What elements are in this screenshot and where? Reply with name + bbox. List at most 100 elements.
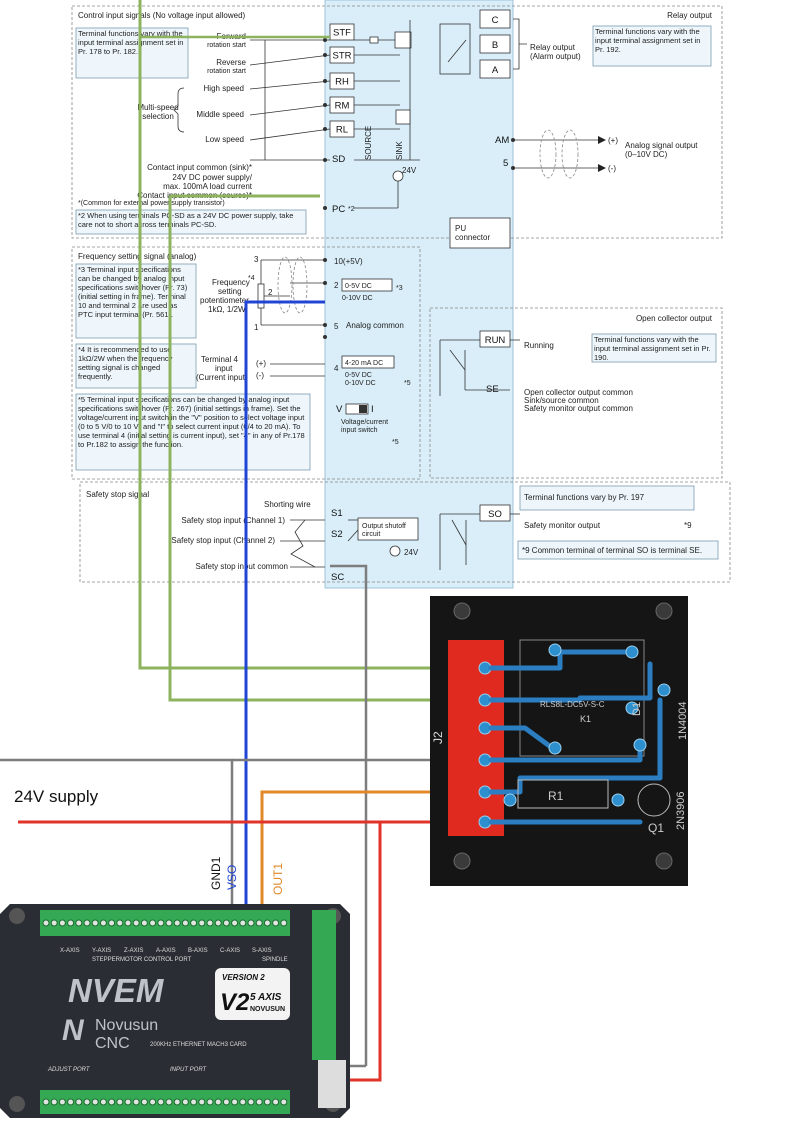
relay-brace <box>513 18 527 70</box>
relay-pad-2 <box>625 645 639 659</box>
se-label: SE <box>486 384 499 395</box>
s2-term: S2 <box>331 529 343 540</box>
terminal-screw <box>132 1098 140 1106</box>
minus-label: (-) <box>608 164 616 173</box>
shorting-label: Shorting wire <box>264 500 311 509</box>
terminal-screw <box>91 919 99 927</box>
t2-box-label: 0-5V DC <box>345 283 372 290</box>
relay-board: J2 RLS8L-DC5V-S-C K1 D1 1N4004 R1 Q1 2N3… <box>430 596 689 886</box>
terminal-pc-note: *2 <box>348 206 355 213</box>
terminal-screw <box>239 919 247 927</box>
terminal-screw <box>272 1098 280 1106</box>
connector-j2 <box>448 640 504 836</box>
terminal-screw <box>173 919 181 927</box>
run-note: Terminal functions vary with the input t… <box>594 335 711 361</box>
axis-y: Y-AXIS <box>92 948 111 954</box>
terminal-screw <box>124 919 132 927</box>
label-multispeed: Multi-speed <box>137 103 178 112</box>
analog-out-label-2: (0–10V DC) <box>625 150 668 159</box>
gnd-label: GND1 <box>209 856 223 890</box>
pu-label-2: connector <box>455 233 490 242</box>
note5-box <box>75 393 311 471</box>
terminal-screw <box>222 919 230 927</box>
switch-body <box>345 403 369 415</box>
switch-i: I <box>371 404 374 415</box>
shield-2 <box>561 129 579 179</box>
mount-hole-bl <box>453 852 471 870</box>
terminal-screw <box>231 919 239 927</box>
label-high-speed: High speed <box>204 84 244 93</box>
logo-n-icon: N <box>62 1014 85 1047</box>
relay-pad-4 <box>633 738 647 752</box>
se-label-2: Sink/source common <box>524 396 599 405</box>
am-label: AM <box>495 135 509 146</box>
transistor-ref-label: Q1 <box>648 821 664 835</box>
supply-label: 24V supply <box>14 787 99 806</box>
resistor-ref-label: R1 <box>548 789 564 803</box>
relay-a <box>479 59 511 79</box>
relay-coil-box <box>439 23 471 75</box>
relay-ref-label: K1 <box>580 714 591 724</box>
inverter-schematic: Control input signals (No voltage input … <box>71 0 731 589</box>
terminal-screw <box>149 919 157 927</box>
terminal-screw <box>247 919 255 927</box>
freq-title: Frequency setting signal (analog) <box>78 252 197 261</box>
safety-monitor-label: Safety monitor output <box>524 521 601 530</box>
shutoff-label-1: Output shutoff <box>362 523 406 530</box>
transistor-part-label: 2N3906 <box>675 791 687 830</box>
t4-alt-2: 0-10V DC <box>345 380 376 387</box>
relay-pad-6 <box>657 683 671 697</box>
v24-label: 24V <box>402 166 417 175</box>
t10-label: 10(+5V) <box>334 257 363 266</box>
terminal-screw <box>165 1098 173 1106</box>
safety-title: Safety stop signal <box>86 490 149 499</box>
pot-pin-1: 1 <box>254 323 259 332</box>
relay-pad-1 <box>548 643 562 657</box>
terminal-stf <box>329 23 355 41</box>
t4-note: *5 <box>404 380 411 387</box>
terminal-rh-label: RH <box>335 77 349 88</box>
relay-part-label: RLS8L-DC5V-S-C <box>540 700 605 709</box>
note9: *9 Common terminal of terminal SO is ter… <box>522 546 702 555</box>
axis-x: X-AXIS <box>60 948 80 954</box>
relay-c <box>479 9 511 29</box>
terminal-screw <box>165 919 173 927</box>
pot-shield-1 <box>277 256 293 314</box>
terminal-screw <box>280 1098 288 1106</box>
inverter-panel <box>324 0 514 589</box>
analog-common-label: Analog common <box>346 321 404 330</box>
logo-text: Novusun <box>95 1017 158 1034</box>
terminal-screw <box>198 1098 206 1106</box>
t2-note: *3 <box>396 285 403 292</box>
resistor-outline <box>517 779 609 809</box>
t2-box <box>341 278 393 292</box>
note3: *3 Terminal input specifications can be … <box>78 265 187 319</box>
note3-box <box>75 263 197 339</box>
connector-pins <box>478 661 492 829</box>
safety-section-frame <box>79 481 731 583</box>
resistor-pad-1 <box>503 793 517 807</box>
se-label-1: Open collector output common <box>524 388 633 397</box>
terminal-screw <box>214 919 222 927</box>
connector-j2-label: J2 <box>431 731 445 744</box>
axis-b: B-AXIS <box>188 948 208 954</box>
so-transistor <box>439 513 520 570</box>
terminal-screw <box>247 1098 255 1106</box>
terminal-screw <box>206 919 214 927</box>
terminal-screw <box>67 1098 75 1106</box>
pot-pin-3: 3 <box>254 255 259 264</box>
switch-label-2: input switch <box>341 427 378 434</box>
switch-knob <box>359 405 367 413</box>
nvem-controller: GND1 VSO OUT1 X-AXIS Y-AXIS Z-AXIS A-AXI… <box>0 856 350 1118</box>
sc-label: Safety stop input common <box>196 562 289 571</box>
terminal-screw <box>58 1098 66 1106</box>
terminal-screw <box>67 919 75 927</box>
pot-label-4: 1kΩ, 1/2W <box>208 305 246 314</box>
five-arrow <box>598 164 606 172</box>
terminal-screw <box>116 919 124 927</box>
terminal-screw <box>140 1098 148 1106</box>
terminal-screw <box>181 919 189 927</box>
diode-ref-label: D1 <box>631 702 643 716</box>
relay-label-1: Relay output <box>530 43 576 52</box>
